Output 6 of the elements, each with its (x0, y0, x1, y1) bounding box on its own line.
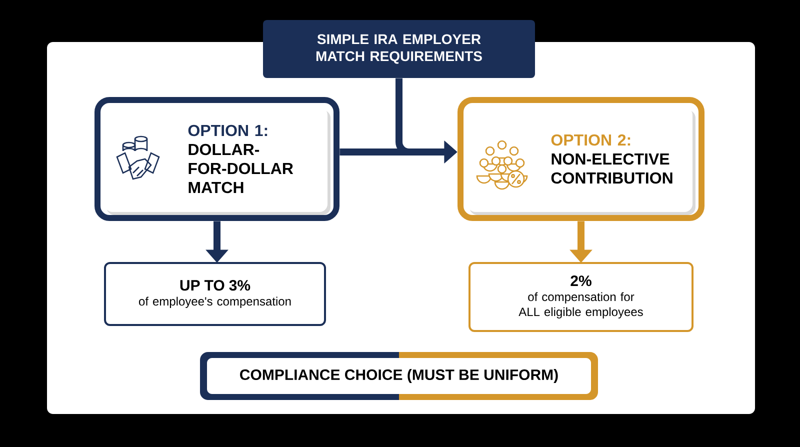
option-card: OPTION 1: DOLLAR-FOR-DOLLAR MATCH (94, 97, 340, 221)
result-box: UP TO 3% of employee's compensation (104, 262, 326, 326)
option-card: OPTION 2: NON-ELECTIVE CONTRIBUTION (458, 97, 704, 221)
title-box: SIMPLE IRA EMPLOYER MATCH REQUIREMENTS (263, 20, 535, 78)
result-box: 2% of compensation for ALL eligible employees (468, 262, 694, 332)
compliance-banner: COMPLIANCE CHOICE (MUST BE UNIFORM) (200, 352, 598, 400)
